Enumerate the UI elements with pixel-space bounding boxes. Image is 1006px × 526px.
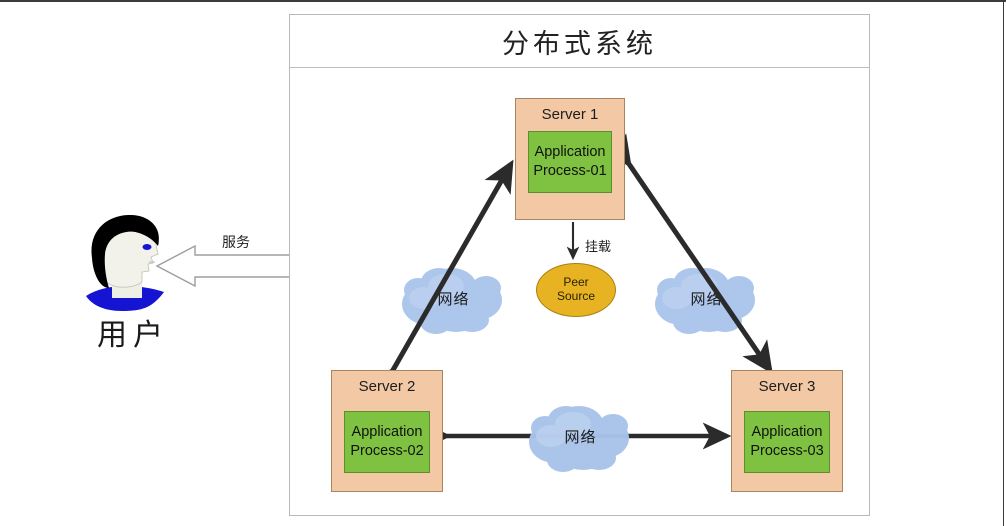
peer-source-line1: Peer [563,275,589,290]
process-box-03[interactable]: Application Process-03 [744,411,830,473]
network-cloud-bottom-label: 网络 [564,429,597,446]
network-cloud-right-label: 网络 [690,291,723,308]
server-3-title: Server 3 [758,378,816,395]
network-cloud-left-label: 网络 [437,291,470,308]
page-title: 分布式系统 [502,28,657,59]
network-cloud-bottom: 网络 [523,398,638,474]
user-avatar-icon [86,214,164,311]
user-label: 用户 [97,319,169,352]
diagram-title-bar: 分布式系统 [290,15,869,68]
process-box-01[interactable]: Application Process-01 [528,131,612,193]
process-03-line2: Process-03 [750,443,824,459]
service-label: 服务 [222,236,250,251]
process-03-line1: Application [751,424,823,441]
service-arrow [155,244,296,288]
network-cloud-right: 网络 [649,260,764,336]
process-01-line1: Application [534,144,606,161]
network-cloud-left: 网络 [396,260,511,336]
server-node-3[interactable]: Server 3 Application Process-03 [731,370,843,492]
process-01-line2: Process-01 [533,163,607,179]
process-02-line1: Application [351,424,423,441]
server-node-1[interactable]: Server 1 Application Process-01 [515,98,625,220]
process-02-line2: Process-02 [350,443,424,459]
outer-frame-rule [1003,2,1004,526]
mount-label: 挂载 [585,239,612,254]
server-node-2[interactable]: Server 2 Application Process-02 [331,370,443,492]
peer-source-line2: Source [556,289,596,303]
server-1-title: Server 1 [541,106,599,123]
diagram-frame: 分布式系统 [289,14,870,516]
server-2-title: Server 2 [358,378,416,395]
process-box-02[interactable]: Application Process-02 [344,411,430,473]
user-actor: 用户 [78,212,188,362]
diagram-canvas: 网络 [290,68,869,515]
peer-source-node[interactable]: Peer Source [536,263,616,317]
